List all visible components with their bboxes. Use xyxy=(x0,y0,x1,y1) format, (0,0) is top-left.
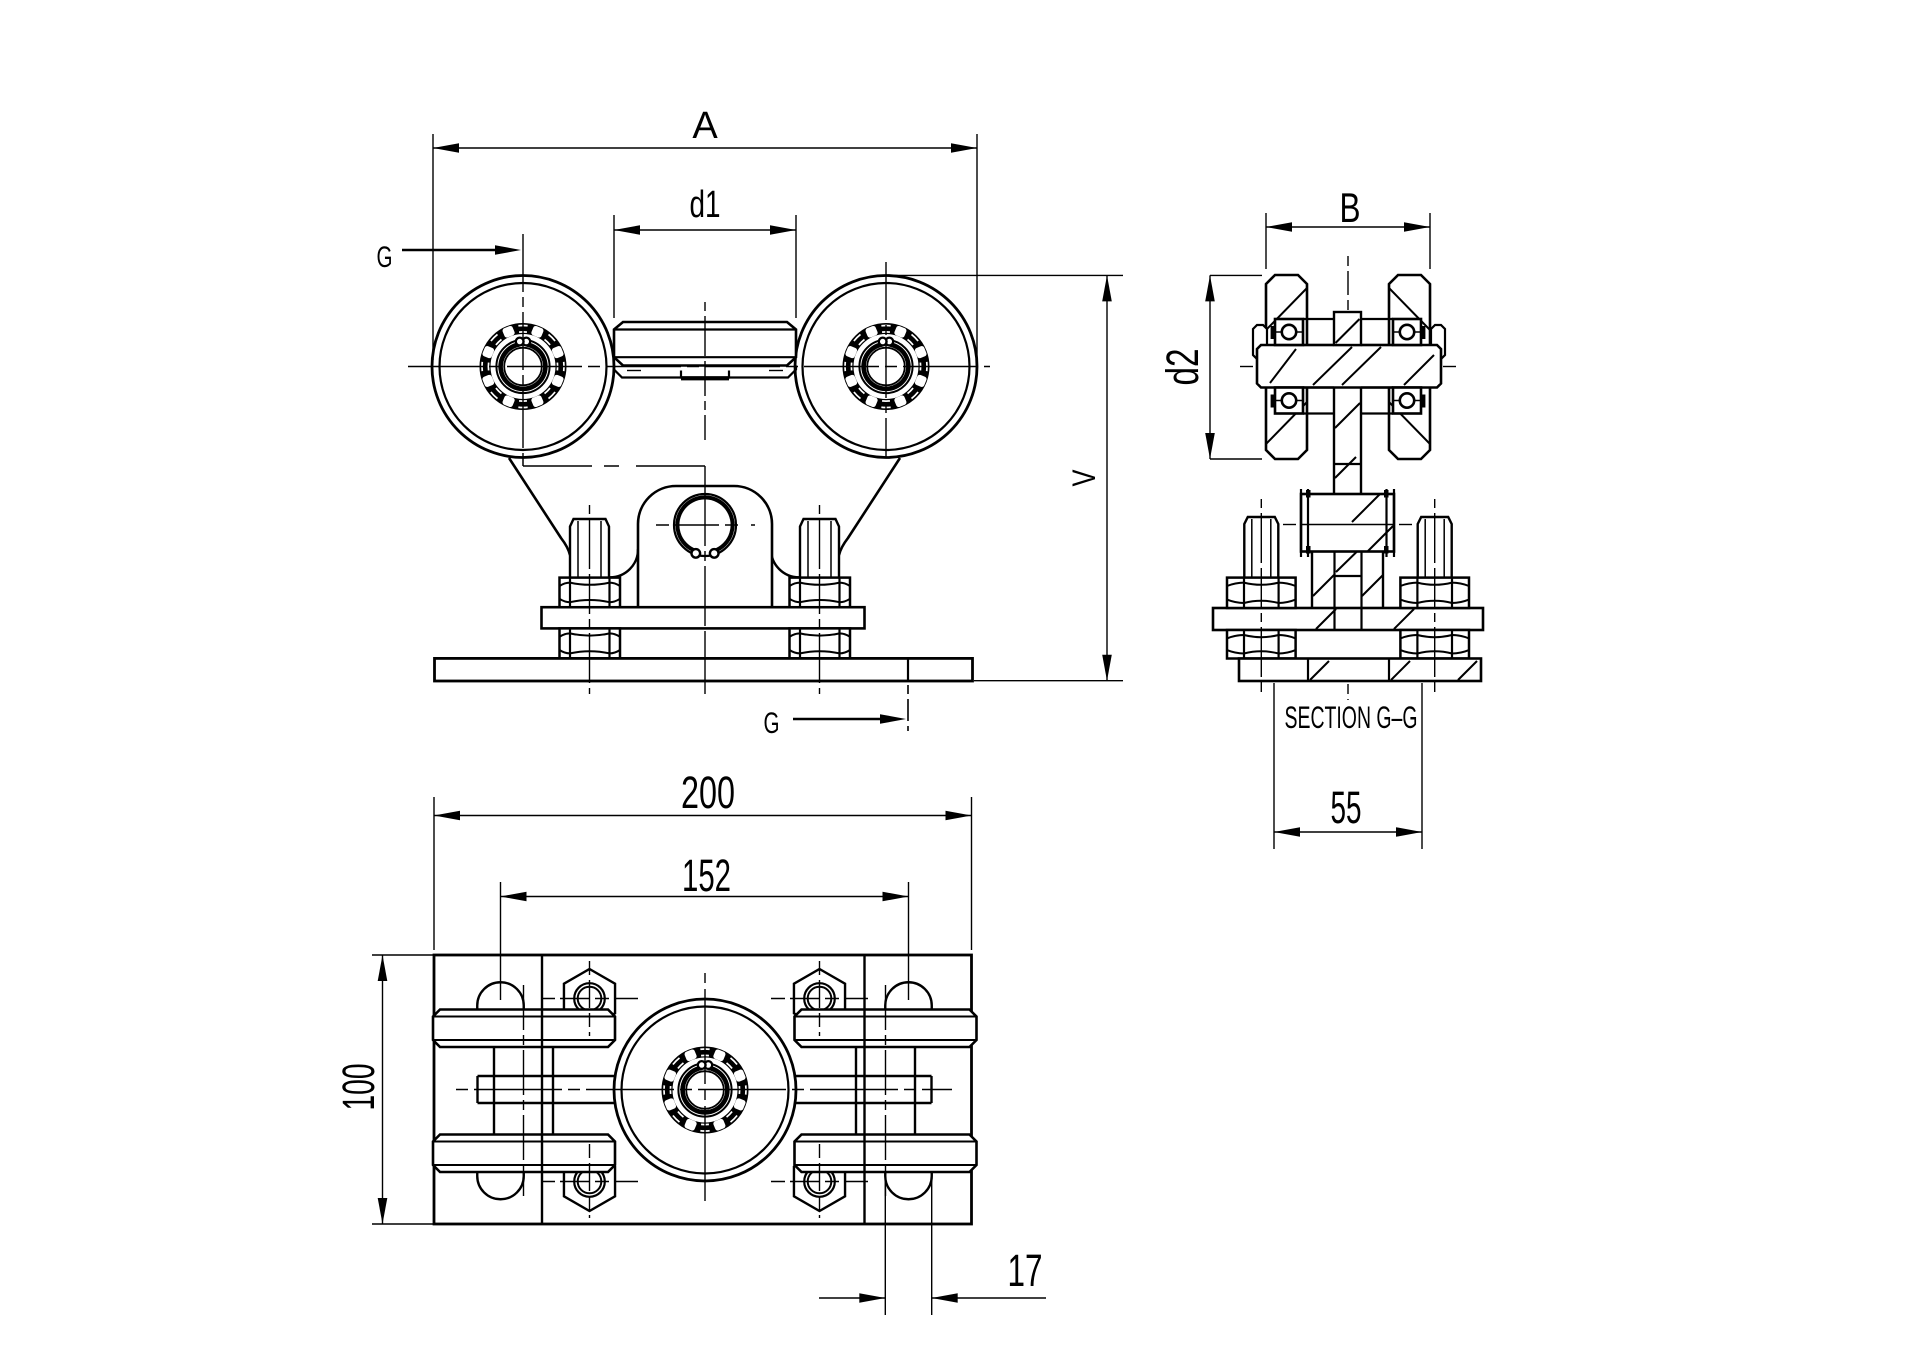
svg-text:17: 17 xyxy=(1008,1245,1043,1296)
svg-text:55: 55 xyxy=(1331,782,1362,833)
svg-text:B: B xyxy=(1340,184,1361,231)
svg-text:SECTION G–G: SECTION G–G xyxy=(1285,699,1418,735)
svg-text:V: V xyxy=(1066,469,1102,487)
svg-text:152: 152 xyxy=(682,850,731,901)
svg-text:d1: d1 xyxy=(690,184,721,226)
svg-text:G: G xyxy=(764,707,780,740)
svg-text:A: A xyxy=(692,105,718,147)
svg-text:d2: d2 xyxy=(1157,349,1208,386)
svg-text:G: G xyxy=(377,241,393,274)
svg-text:200: 200 xyxy=(681,767,735,818)
svg-text:100: 100 xyxy=(333,1064,384,1111)
